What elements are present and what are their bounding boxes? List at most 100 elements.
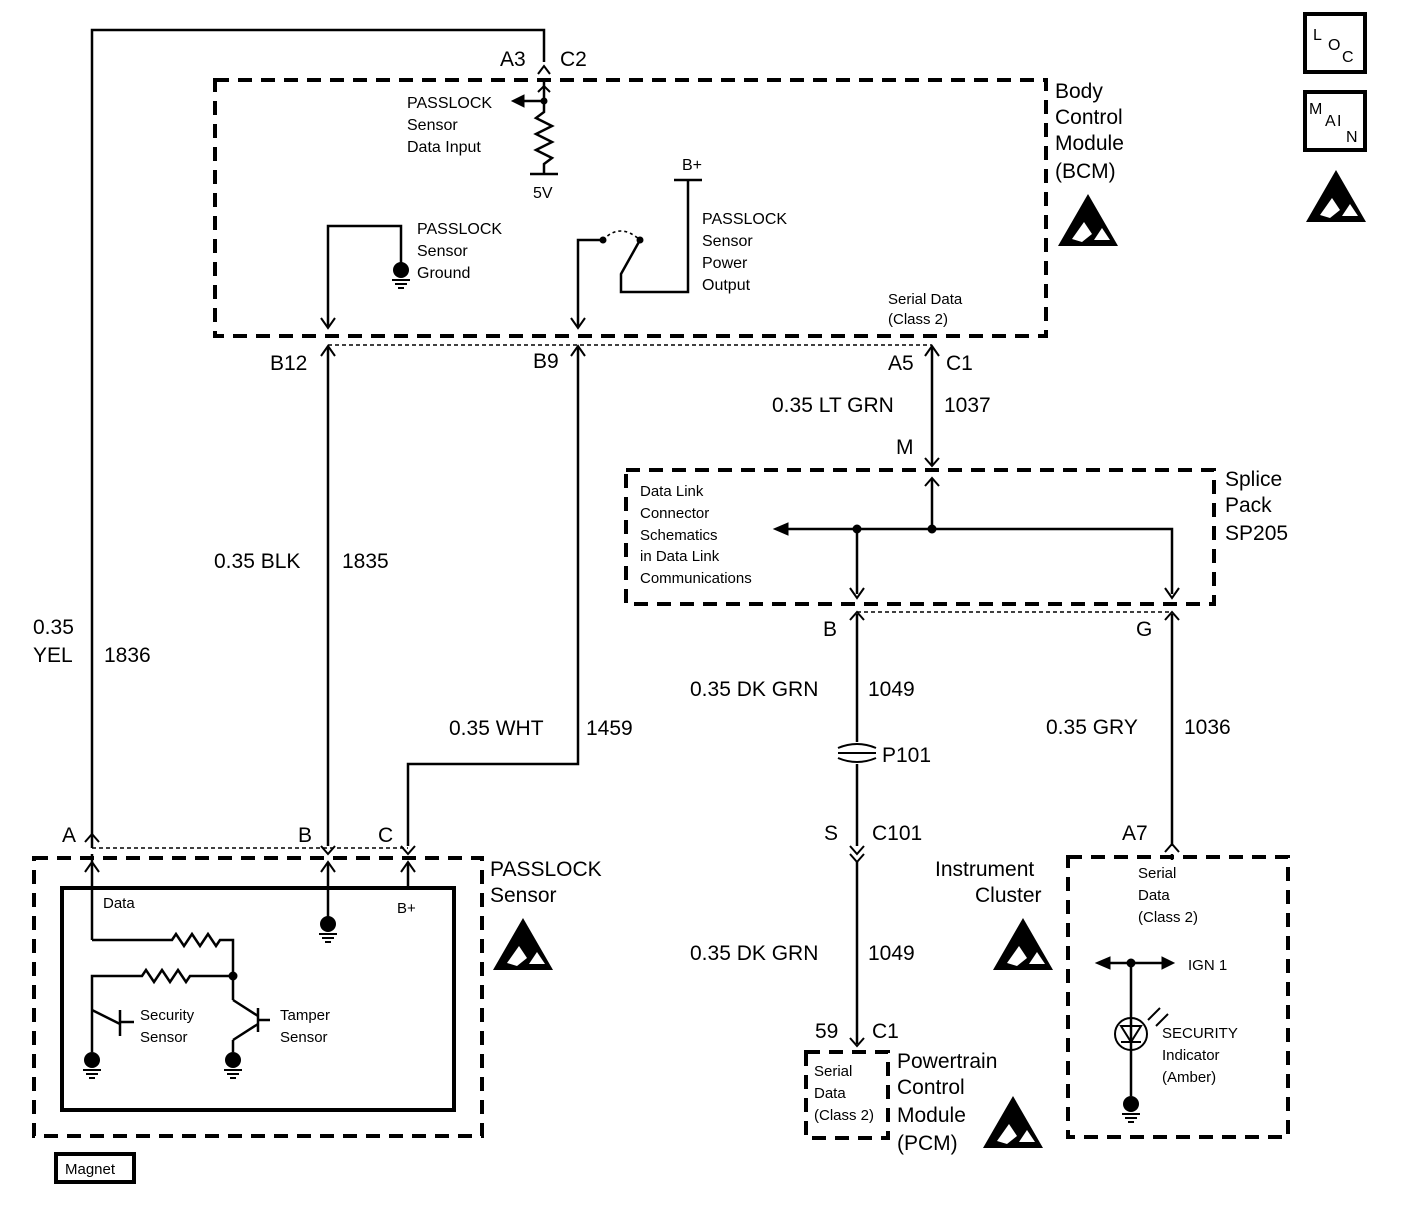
svg-text:Power: Power [702, 255, 748, 272]
svg-text:0.35 DK GRN: 0.35 DK GRN [690, 942, 818, 965]
svg-text:(PCM): (PCM) [897, 1132, 958, 1155]
splice-pack-box [624, 468, 1216, 606]
connector-b-sensor: B [298, 824, 312, 847]
instrument-cluster-title: Instrument [935, 858, 1034, 881]
svg-text:Magnet: Magnet [65, 1161, 116, 1178]
svg-text:(Class 2): (Class 2) [814, 1107, 874, 1124]
svg-text:SP205: SP205 [1225, 522, 1288, 545]
security-indicator-led-icon [1114, 1007, 1169, 1051]
pcm-title: Powertrain [897, 1050, 997, 1073]
svg-text:Data: Data [814, 1085, 846, 1102]
svg-text:Sensor: Sensor [407, 117, 458, 134]
svg-text:YEL: YEL [33, 644, 73, 667]
svg-text:in Data Link: in Data Link [640, 548, 720, 565]
connector-a3: A3 [500, 48, 526, 71]
connector-c1-bcm: C1 [946, 352, 973, 375]
svg-text:Module: Module [897, 1104, 966, 1127]
svg-text:1049: 1049 [868, 942, 915, 965]
passlock-sensor-box [32, 856, 484, 1138]
passlock-power-output-label: PASSLOCK [702, 211, 787, 228]
svg-text:M: M [1309, 101, 1322, 118]
svg-text:Data: Data [103, 895, 135, 912]
loc-icon[interactable]: L O C [1303, 12, 1367, 74]
svg-text:Output: Output [702, 277, 751, 294]
svg-text:Serial: Serial [814, 1063, 852, 1080]
svg-text:Sensor: Sensor [490, 884, 557, 907]
connector-c1-pcm: C1 [872, 1020, 899, 1043]
connector-b9: B9 [533, 350, 559, 373]
svg-text:Schematics: Schematics [640, 527, 718, 544]
svg-text:5V: 5V [533, 185, 553, 202]
svg-text:A: A [1325, 113, 1336, 130]
splice-pack-title: Splice [1225, 468, 1282, 491]
svg-text:Serial: Serial [1138, 865, 1176, 882]
connector-c-sensor: C [378, 824, 393, 847]
wire-wht-1459 [406, 348, 580, 846]
passlock-data-input-label: PASSLOCK [407, 95, 492, 112]
svg-text:IGN 1: IGN 1 [1188, 957, 1227, 974]
svg-text:Sensor: Sensor [280, 1029, 328, 1046]
svg-text:1835: 1835 [342, 550, 389, 573]
svg-text:(Amber): (Amber) [1162, 1069, 1216, 1086]
connector-a5: A5 [888, 352, 914, 375]
svg-text:1049: 1049 [868, 678, 915, 701]
svg-text:Security: Security [140, 1007, 195, 1024]
connector-c101: C101 [872, 822, 922, 845]
magnet-label: Magnet [54, 1152, 136, 1184]
connector-g-splice: G [1136, 618, 1152, 641]
svg-text:1037: 1037 [944, 394, 991, 417]
svg-text:Sensor: Sensor [702, 233, 753, 250]
esd-warning-icon[interactable] [1306, 170, 1366, 222]
bcm-title: Body [1055, 80, 1103, 103]
svg-text:(Class 2): (Class 2) [1138, 909, 1198, 926]
passlock-sensor-title: PASSLOCK [490, 858, 602, 881]
esd-warning-icon[interactable] [1058, 194, 1118, 246]
esd-warning-icon[interactable] [493, 918, 553, 970]
svg-text:Module: Module [1055, 132, 1124, 155]
svg-text:Pack: Pack [1225, 494, 1272, 517]
svg-text:B+: B+ [682, 157, 702, 174]
connector-c2: C2 [560, 48, 587, 71]
esd-warning-icon[interactable] [983, 1096, 1043, 1148]
svg-text:1036: 1036 [1184, 716, 1231, 739]
svg-text:Data Input: Data Input [407, 139, 481, 156]
svg-text:Control: Control [1055, 106, 1123, 129]
svg-text:0.35 LT GRN: 0.35 LT GRN [772, 394, 894, 417]
connector-b12: B12 [270, 352, 307, 375]
connector-s: S [824, 822, 838, 845]
passlock-ground-label: PASSLOCK [417, 221, 502, 238]
bcm-box [213, 78, 1048, 338]
svg-text:Data Link: Data Link [640, 483, 704, 500]
svg-text:Cluster: Cluster [975, 884, 1042, 907]
svg-text:P101: P101 [882, 744, 931, 767]
svg-text:N: N [1346, 129, 1358, 146]
svg-text:SECURITY: SECURITY [1162, 1025, 1238, 1042]
connector-a-sensor: A [62, 824, 76, 847]
wire-yel-1836 [90, 28, 546, 848]
svg-text:Sensor: Sensor [417, 243, 468, 260]
svg-text:I: I [1337, 113, 1341, 130]
svg-text:0.35: 0.35 [33, 616, 74, 639]
svg-text:Tamper: Tamper [280, 1007, 330, 1024]
svg-text:Control: Control [897, 1076, 965, 1099]
svg-text:L: L [1313, 27, 1322, 44]
main-icon[interactable]: M A I N [1303, 90, 1367, 152]
svg-text:0.35 BLK: 0.35 BLK [214, 550, 300, 573]
svg-text:Communications: Communications [640, 570, 752, 587]
esd-warning-icon[interactable] [993, 918, 1053, 970]
svg-text:(BCM): (BCM) [1055, 160, 1116, 183]
svg-text:Serial Data: Serial Data [888, 291, 963, 308]
connector-b-splice: B [823, 618, 837, 641]
svg-text:1836: 1836 [104, 644, 151, 667]
svg-text:Sensor: Sensor [140, 1029, 188, 1046]
pcm-box [804, 1050, 890, 1140]
connector-a7: A7 [1122, 822, 1148, 845]
svg-text:0.35 DK GRN: 0.35 DK GRN [690, 678, 818, 701]
svg-text:O: O [1328, 37, 1340, 54]
svg-text:Data: Data [1138, 887, 1170, 904]
svg-text:Connector: Connector [640, 505, 709, 522]
instrument-cluster-box [1066, 855, 1290, 1139]
svg-text:B+: B+ [397, 900, 416, 917]
svg-text:Indicator: Indicator [1162, 1047, 1220, 1064]
